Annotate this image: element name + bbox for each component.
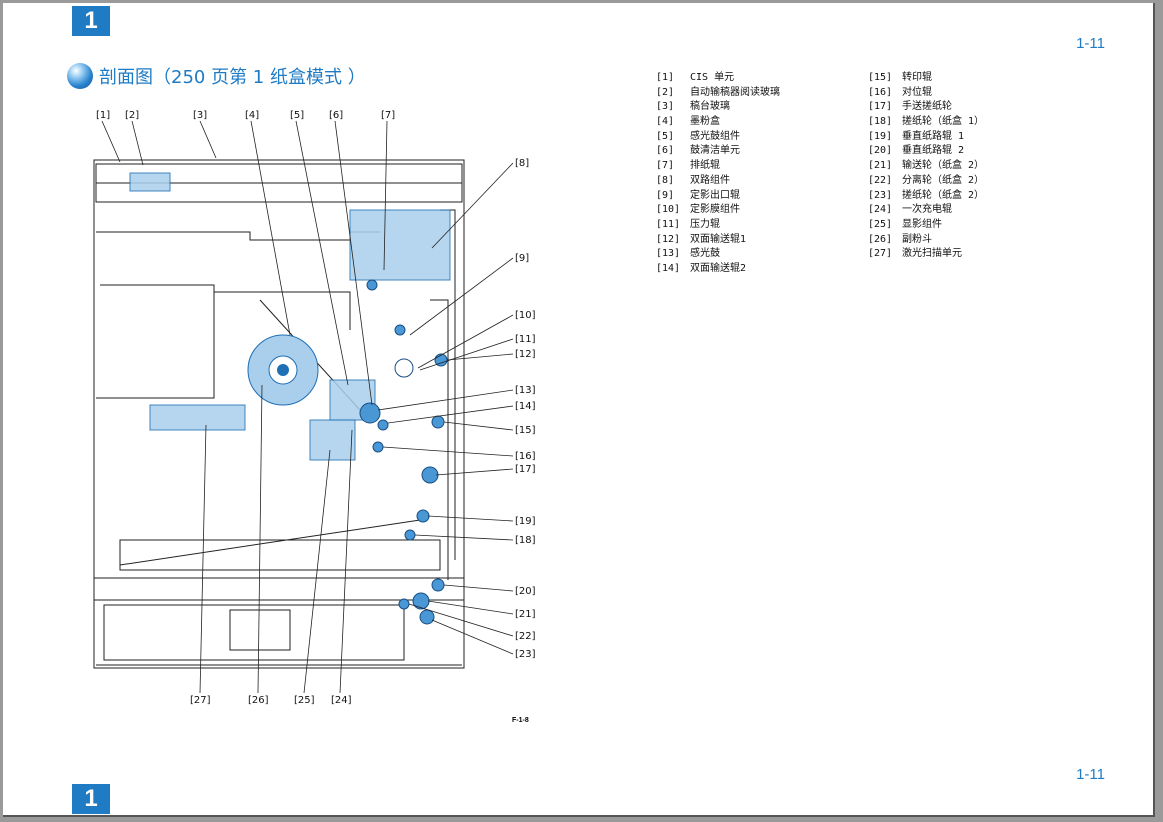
parts-legend-column-1: [1]CIS 单元 [2]自动输稿器阅读玻璃 [3]稿台玻璃 [4]墨粉盒 [5…	[656, 71, 780, 277]
legend-row: [14]双面输送辊2	[656, 262, 747, 274]
legend-row: [3]稿台玻璃	[656, 101, 730, 113]
parts-legend-column-2: [15]转印辊 [16]对位辊 [17]手送搓纸轮 [18]搓纸轮（纸盒 1） …	[868, 71, 984, 262]
legend-row: [9]定影出口辊	[656, 189, 740, 201]
callout-4: [4]	[245, 110, 259, 121]
legend-row: [25]显影组件	[868, 218, 942, 230]
leader-lines	[101, 120, 514, 694]
legend-row: [24]一次充电辊	[868, 204, 952, 216]
legend-row: [21]输送轮（纸盒 2）	[868, 160, 985, 172]
sphere-bullet-icon	[67, 63, 93, 89]
callout-14: [14]	[515, 401, 536, 412]
callout-26: [26]	[248, 695, 269, 706]
figure-number: F-1-8	[512, 717, 529, 724]
legend-row: [8]双路组件	[656, 174, 730, 186]
callout-10: [10]	[515, 310, 536, 321]
callout-9: [9]	[515, 253, 529, 264]
legend-row: [22]分离轮（纸盒 2）	[868, 174, 985, 186]
legend-row: [15]转印辊	[868, 72, 932, 83]
callout-22: [22]	[515, 631, 536, 642]
chapter-badge-bottom: 1	[72, 784, 110, 814]
callout-15: [15]	[515, 425, 536, 436]
callout-6: [6]	[329, 110, 343, 121]
legend-row: [27]激光扫描单元	[868, 248, 962, 260]
callout-21: [21]	[515, 609, 536, 620]
legend-row: [18]搓纸轮（纸盒 1）	[868, 116, 985, 128]
callout-23: [23]	[515, 649, 536, 660]
callout-3: [3]	[193, 110, 207, 121]
page-title: 剖面图（250 页第 1 纸盒模式 ）	[99, 67, 366, 88]
legend-row: [20]垂直纸路辊 2	[868, 145, 965, 157]
callout-20: [20]	[515, 586, 536, 597]
legend-row: [13]感光鼓	[656, 248, 720, 260]
legend-row: [17]手送搓纸轮	[868, 101, 952, 113]
callout-17: [17]	[515, 464, 536, 475]
legend-row: [23]搓纸轮（纸盒 2）	[868, 189, 985, 201]
legend-row: [1]CIS 单元	[656, 72, 735, 83]
legend-row: [19]垂直纸路辊 1	[868, 130, 965, 142]
page-number-bottom: 1-11	[1076, 766, 1105, 783]
page-number-top: 1-11	[1076, 35, 1105, 52]
chapter-badge-top: 1	[72, 6, 110, 36]
legend-row: [6]鼓清洁单元	[656, 145, 740, 157]
highlighted-components	[129, 172, 451, 461]
callout-18: [18]	[515, 535, 536, 546]
callout-labels: [1] [2] [3] [4] [5] [6] [7] [8] [9] [10]…	[96, 110, 536, 706]
callout-7: [7]	[381, 110, 395, 121]
legend-row: [2]自动输稿器阅读玻璃	[656, 86, 780, 98]
callout-1: [1]	[96, 110, 110, 121]
legend-row: [7]排纸辊	[656, 160, 720, 172]
section-heading: 剖面图（250 页第 1 纸盒模式 ）	[67, 63, 366, 89]
callout-2: [2]	[125, 110, 139, 121]
callout-11: [11]	[515, 334, 536, 345]
legend-row: [5]感光鼓组件	[656, 130, 740, 142]
callout-8: [8]	[515, 158, 529, 169]
callout-16: [16]	[515, 451, 536, 462]
legend-row: [11]压力辊	[656, 218, 720, 230]
callout-19: [19]	[515, 516, 536, 527]
legend-row: [12]双面输送辊1	[656, 233, 747, 245]
callout-27: [27]	[190, 695, 211, 706]
toner-cartridge	[247, 334, 319, 406]
legend-row: [26]副粉斗	[868, 233, 932, 245]
callout-12: [12]	[515, 349, 536, 360]
callout-5: [5]	[290, 110, 304, 121]
callout-13: [13]	[515, 385, 536, 396]
legend-row: [4]墨粉盒	[656, 116, 720, 128]
legend-row: [10]定影膜组件	[656, 204, 740, 216]
legend-row: [16]对位辊	[868, 86, 932, 98]
callout-25: [25]	[294, 695, 315, 706]
rollers	[359, 279, 448, 625]
callout-24: [24]	[331, 695, 352, 706]
